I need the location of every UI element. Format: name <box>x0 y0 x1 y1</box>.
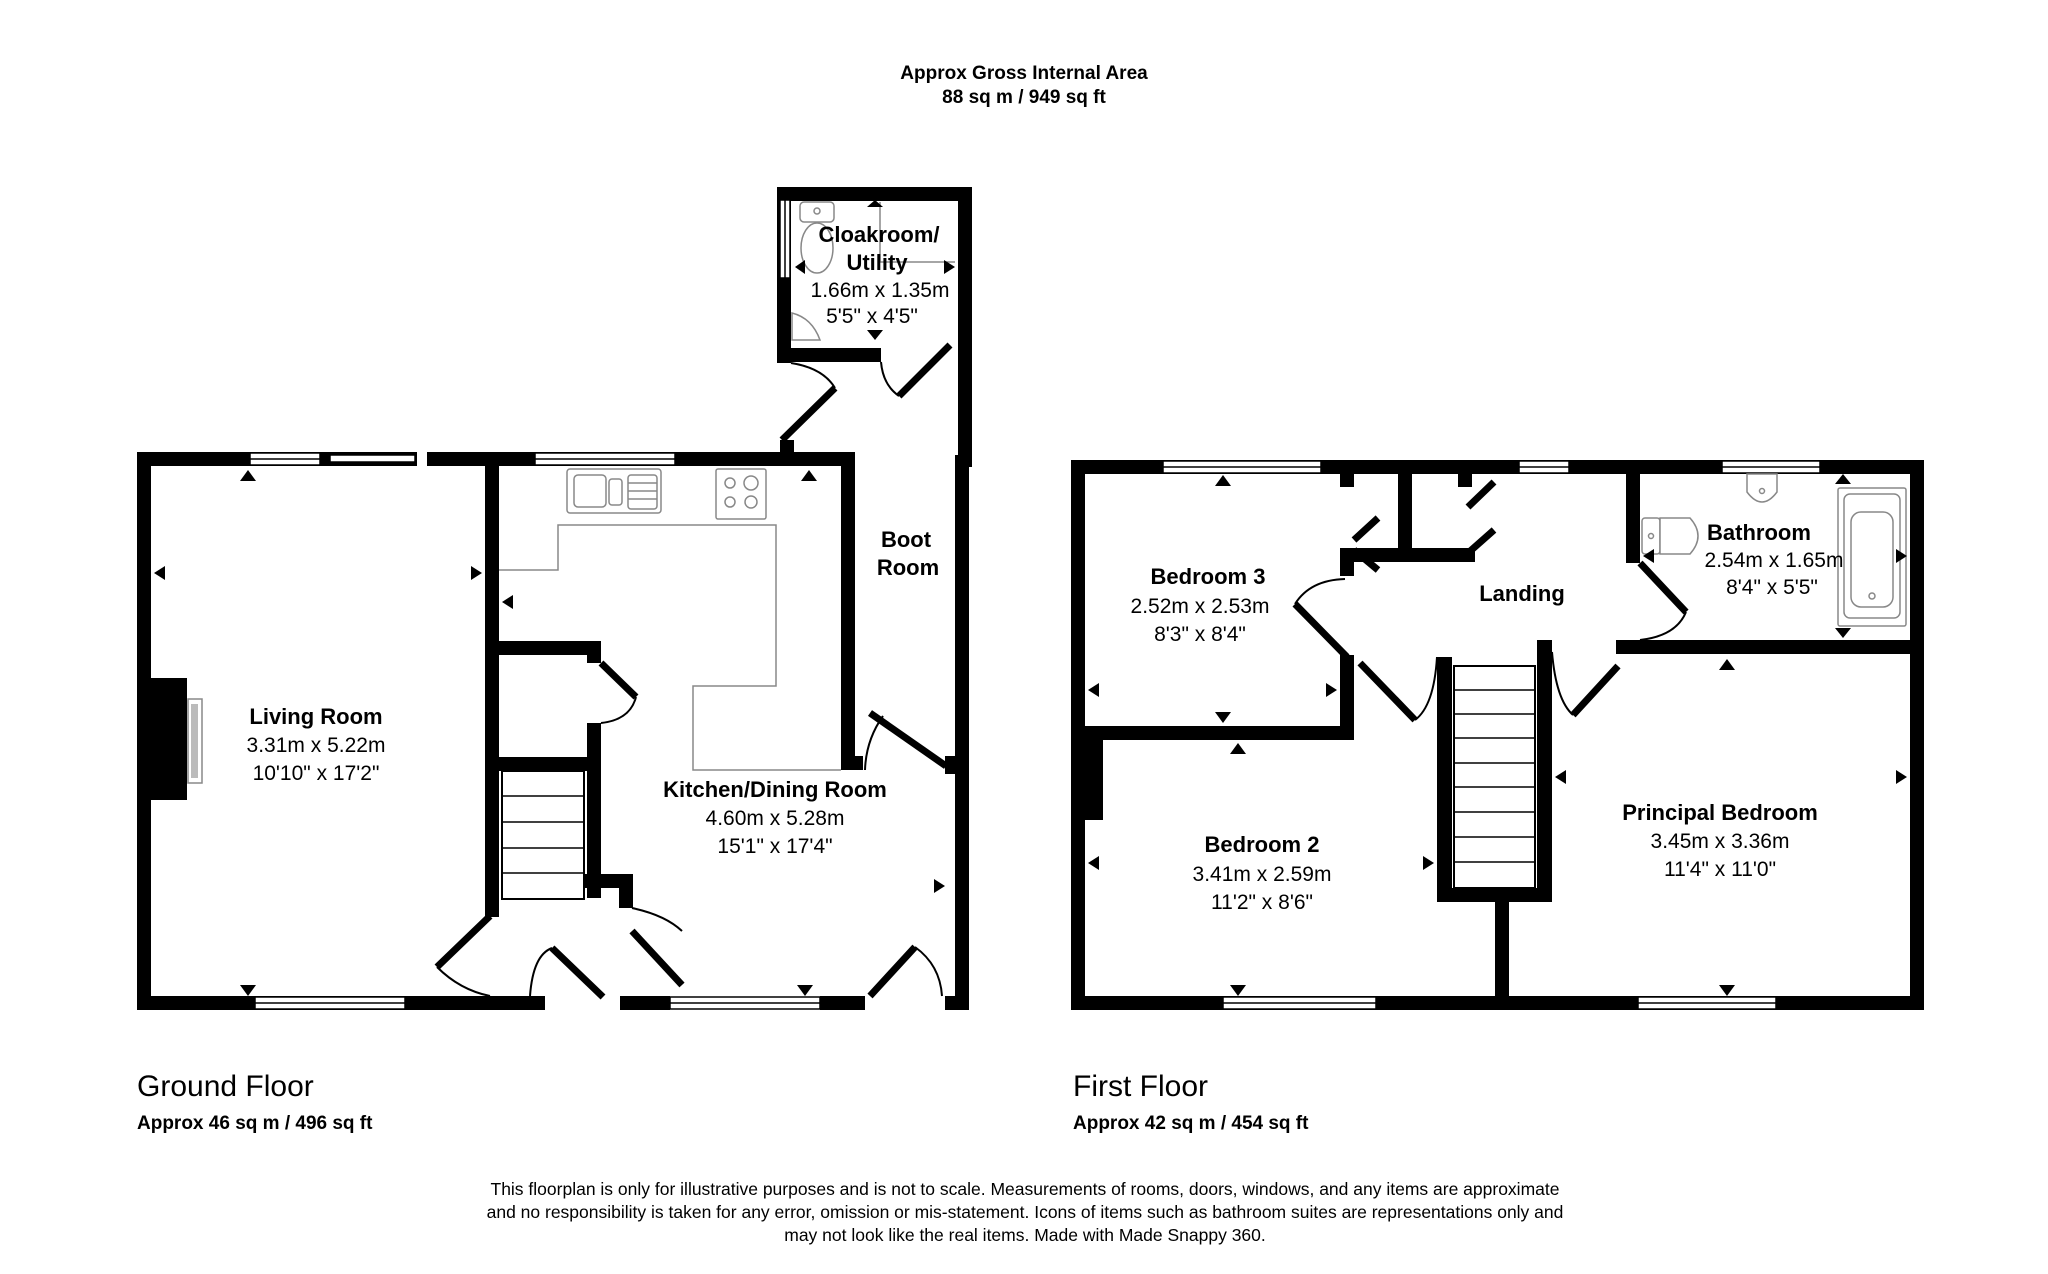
room-cloakroom-utility: Cloakroom/ Utility 1.66m x 1.35m 5'5" x … <box>811 222 950 328</box>
room-name-line2: Room <box>877 555 939 580</box>
area-header: Approx Gross Internal Area 88 sq m / 949… <box>0 62 2048 110</box>
room-name: Bedroom 3 <box>1151 564 1266 589</box>
room-dimensions-imperial: 8'4" x 5'5" <box>1726 576 1818 599</box>
room-dimensions-imperial: 11'4" x 11'0" <box>1664 858 1776 881</box>
room-name: Principal Bedroom <box>1622 800 1818 825</box>
area-title: Approx Gross Internal Area <box>900 63 1148 84</box>
room-name: Landing <box>1479 581 1565 606</box>
room-dimensions-metric: 3.41m x 2.59m <box>1193 863 1332 886</box>
floor-area: Approx 42 sq m / 454 sq ft <box>1073 1113 1309 1134</box>
first-floor-plan <box>1071 460 1924 1010</box>
room-dimensions-imperial: 15'1" x 17'4" <box>717 835 832 858</box>
room-dimensions-metric: 1.66m x 1.35m <box>811 279 950 302</box>
room-landing: Landing <box>1479 581 1565 606</box>
room-name-line1: Cloakroom/ <box>818 222 939 247</box>
room-bedroom-3: Bedroom 3 2.52m x 2.53m 8'3" x 8'4" <box>1131 564 1270 646</box>
room-dimensions-imperial: 8'3" x 8'4" <box>1154 623 1246 646</box>
floor-name: First Floor <box>1073 1070 1208 1103</box>
room-name-line2: Utility <box>846 250 908 275</box>
room-boot-room: Boot Room <box>877 527 939 580</box>
room-principal-bedroom: Principal Bedroom 3.45m x 3.36m 11'4" x … <box>1622 800 1818 881</box>
room-bathroom: Bathroom 2.54m x 1.65m 8'4" x 5'5" <box>1705 520 1844 599</box>
room-dimensions-imperial: 10'10" x 17'2" <box>253 762 380 785</box>
room-name: Bedroom 2 <box>1205 832 1320 857</box>
disclaimer-line: may not look like the real items. Made w… <box>784 1225 1266 1245</box>
room-dimensions-metric: 3.31m x 5.22m <box>247 734 386 757</box>
room-living-room: Living Room 3.31m x 5.22m 10'10" x 17'2" <box>247 704 386 785</box>
first-floor-caption: First Floor Approx 42 sq m / 454 sq ft <box>1073 1070 1308 1136</box>
room-dimensions-imperial: 11'2" x 8'6" <box>1211 891 1313 914</box>
room-bedroom-2: Bedroom 2 3.41m x 2.59m 11'2" x 8'6" <box>1193 832 1332 914</box>
total-area: 88 sq m / 949 sq ft <box>942 87 1106 108</box>
room-dimensions-metric: 2.54m x 1.65m <box>1705 549 1844 572</box>
disclaimer: This floorplan is only for illustrative … <box>400 1178 1650 1247</box>
room-name: Kitchen/Dining Room <box>663 777 887 802</box>
room-dimensions-metric: 3.45m x 3.36m <box>1651 830 1790 853</box>
floor-area: Approx 46 sq m / 496 sq ft <box>137 1113 373 1134</box>
room-kitchen-dining: Kitchen/Dining Room 4.60m x 5.28m 15'1" … <box>663 777 887 858</box>
floor-name: Ground Floor <box>137 1070 314 1103</box>
room-name: Living Room <box>249 704 382 729</box>
room-name-line1: Boot <box>881 527 932 552</box>
room-dimensions-imperial: 5'5" x 4'5" <box>826 305 918 328</box>
disclaimer-line: This floorplan is only for illustrative … <box>490 1179 1560 1199</box>
disclaimer-line: and no responsibility is taken for any e… <box>486 1202 1564 1222</box>
room-dimensions-metric: 2.52m x 2.53m <box>1131 595 1270 618</box>
ground-floor-caption: Ground Floor Approx 46 sq m / 496 sq ft <box>137 1070 372 1136</box>
room-dimensions-metric: 4.60m x 5.28m <box>706 807 845 830</box>
room-name: Bathroom <box>1707 520 1811 545</box>
ground-floor-plan <box>137 187 972 1010</box>
